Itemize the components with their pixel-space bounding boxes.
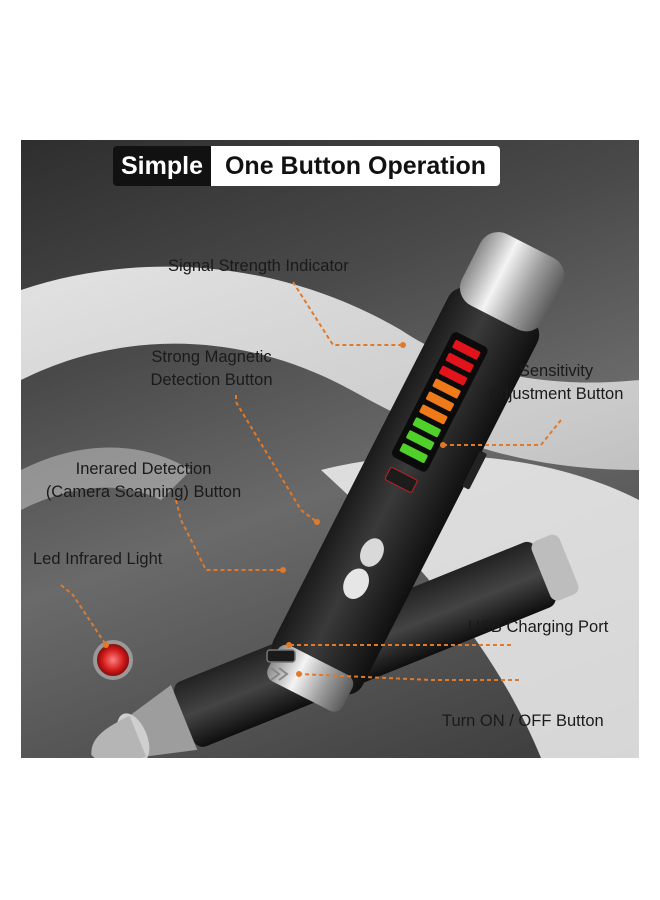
main-pen bbox=[266, 232, 565, 712]
infrared-led-lens bbox=[93, 640, 133, 680]
label-sensitivity-line1: Sensitivity bbox=[518, 362, 594, 380]
label-infrared-line2: (Camera Scanning) Button bbox=[45, 483, 242, 501]
label-infrared-detection: Inerared Detection (Camera Scanning) But… bbox=[31, 458, 256, 504]
label-infrared-line1: Inerared Detection bbox=[75, 460, 212, 478]
headline: Simple One Button Operation bbox=[113, 146, 501, 186]
label-power-button: Turn ON / OFF Button bbox=[442, 712, 604, 730]
headline-part1: Simple bbox=[113, 146, 211, 186]
label-signal-strength: Signal Strength Indicator bbox=[168, 257, 349, 275]
product-illustration bbox=[21, 232, 639, 758]
signal-bar bbox=[419, 404, 448, 425]
signal-bar bbox=[406, 430, 435, 451]
label-magnetic-line2: Detection Button bbox=[150, 371, 273, 389]
label-usb-charging-port: USB Charging Port bbox=[468, 618, 609, 636]
headline-part2: One Button Operation bbox=[210, 146, 501, 186]
label-magnetic-line1: Strong Magnetic bbox=[151, 348, 272, 366]
label-sensitivity-adjustment: Sensitivity Adjustment Button bbox=[476, 360, 636, 406]
label-magnetic-detection: Strong Magnetic Detection Button bbox=[129, 346, 294, 392]
label-led-infrared-light: Led Infrared Light bbox=[33, 550, 163, 568]
signal-bar bbox=[432, 378, 461, 399]
signal-bar bbox=[399, 443, 428, 463]
signal-bar bbox=[412, 417, 441, 438]
leader-dots bbox=[103, 342, 446, 677]
signal-bar bbox=[425, 391, 454, 412]
product-image-panel: Simple One Button Operation Signal Stren… bbox=[21, 140, 639, 758]
usb-port-shape bbox=[266, 649, 296, 663]
signal-bar bbox=[452, 339, 481, 360]
signal-bar bbox=[445, 352, 474, 373]
signal-bar bbox=[439, 365, 468, 386]
leader-lines bbox=[60, 281, 562, 681]
label-sensitivity-line2: Adjustment Button bbox=[488, 385, 624, 403]
